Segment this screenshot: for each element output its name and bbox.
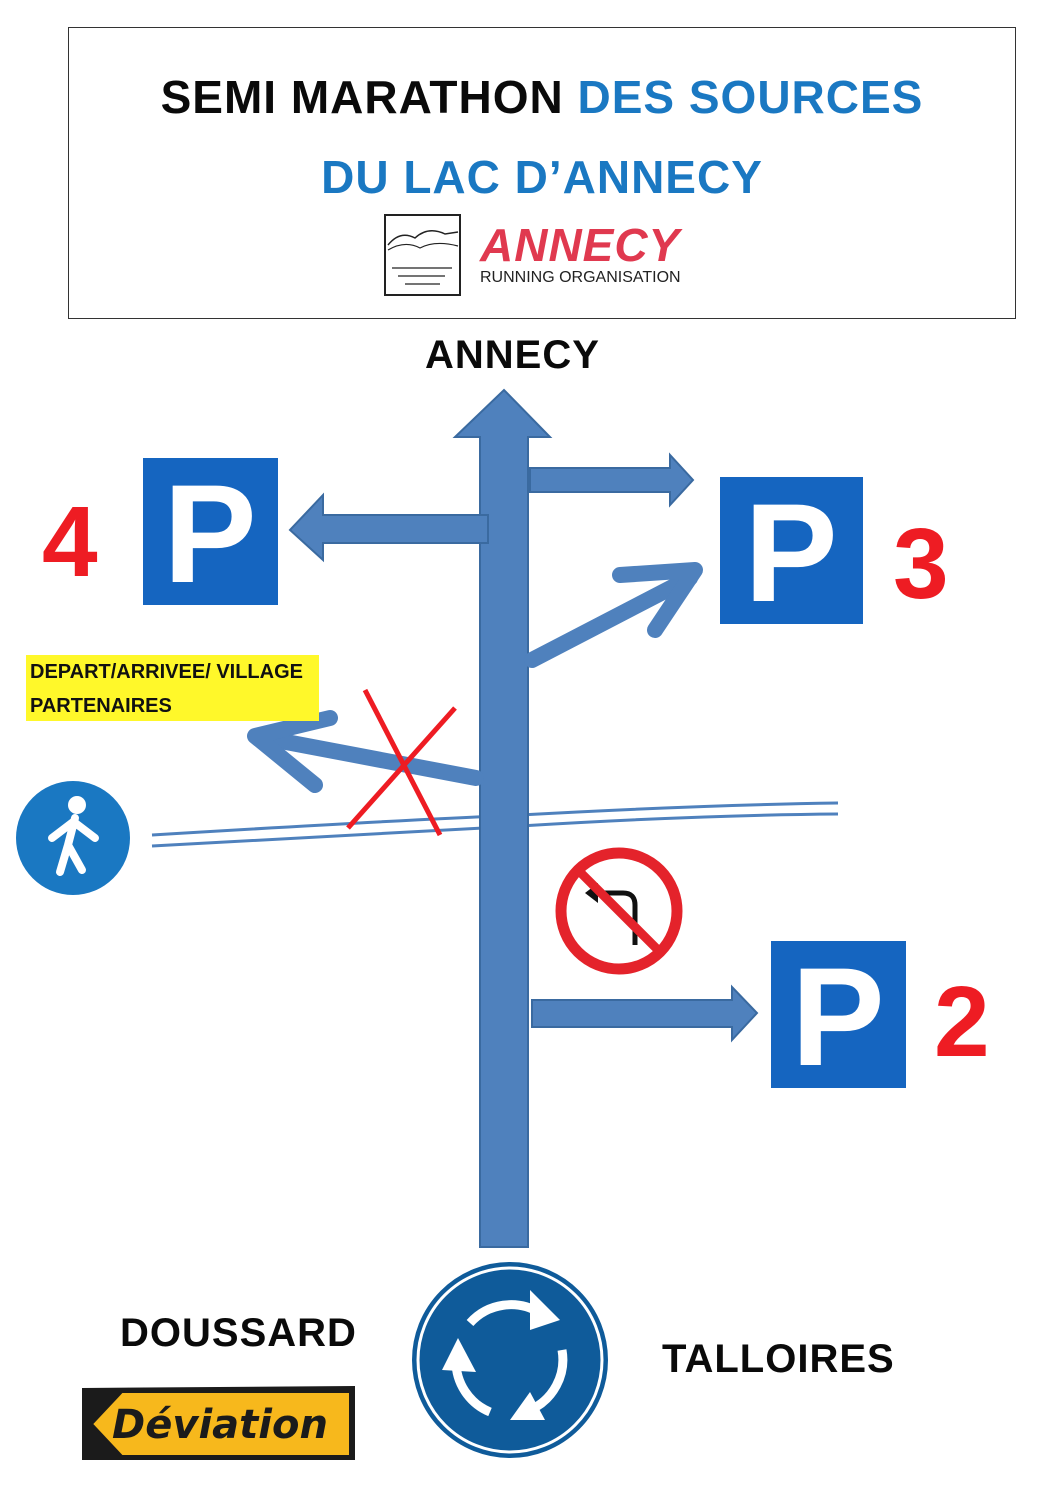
- village-label-line-1: DEPART/ARRIVEE/ VILLAGE: [30, 661, 303, 683]
- arrow-to-village-forbidden: [247, 710, 484, 793]
- logo-icon: [384, 214, 461, 296]
- deviation-sign-icon: Déviation: [82, 1386, 355, 1460]
- parking-number-2: 2: [934, 966, 990, 1078]
- destination-west: DOUSSARD: [120, 1311, 357, 1355]
- title-line-1: SEMI MARATHON DES SOURCES: [69, 70, 1015, 124]
- deviation-label: Déviation: [112, 1402, 328, 1448]
- pedestrian-icon: [16, 781, 130, 895]
- parking-4-letter: P: [163, 455, 256, 612]
- title-black: SEMI MARATHON: [160, 71, 564, 123]
- village-label: DEPART/ARRIVEE/ VILLAGE PARTENAIRES: [26, 655, 319, 721]
- parking-2-icon: P: [771, 938, 906, 1095]
- parking-2-letter: P: [791, 938, 884, 1095]
- no-left-turn-icon: [555, 847, 683, 975]
- header-box: SEMI MARATHON DES SOURCES DU LAC D’ANNEC…: [68, 27, 1016, 319]
- parking-4-icon: P: [143, 455, 278, 612]
- title-line-2: DU LAC D’ANNECY: [321, 151, 763, 203]
- arrow-to-parking-3-diagonal: [524, 562, 703, 668]
- parking-3-icon: P: [720, 474, 863, 631]
- logo-subtext: RUNNING ORGANISATION: [480, 269, 681, 286]
- destination-north: ANNECY: [425, 333, 600, 377]
- arrow-to-parking-3-upper: [529, 452, 695, 508]
- parking-3-letter: P: [744, 474, 837, 631]
- destination-east: TALLOIRES: [662, 1337, 895, 1381]
- parking-number-3: 3: [893, 508, 949, 620]
- arrow-to-parking-4: [288, 492, 489, 563]
- title-blue: DES SOURCES: [577, 71, 924, 123]
- roundabout-icon: [408, 1258, 612, 1462]
- village-label-line-2: PARTENAIRES: [30, 695, 172, 717]
- arrow-to-parking-2: [531, 984, 759, 1043]
- main-road-arrow: [452, 388, 553, 1248]
- parking-number-4: 4: [42, 486, 98, 598]
- logo-text: ANNECY: [480, 219, 681, 271]
- forbidden-cross-icon: [346, 688, 457, 837]
